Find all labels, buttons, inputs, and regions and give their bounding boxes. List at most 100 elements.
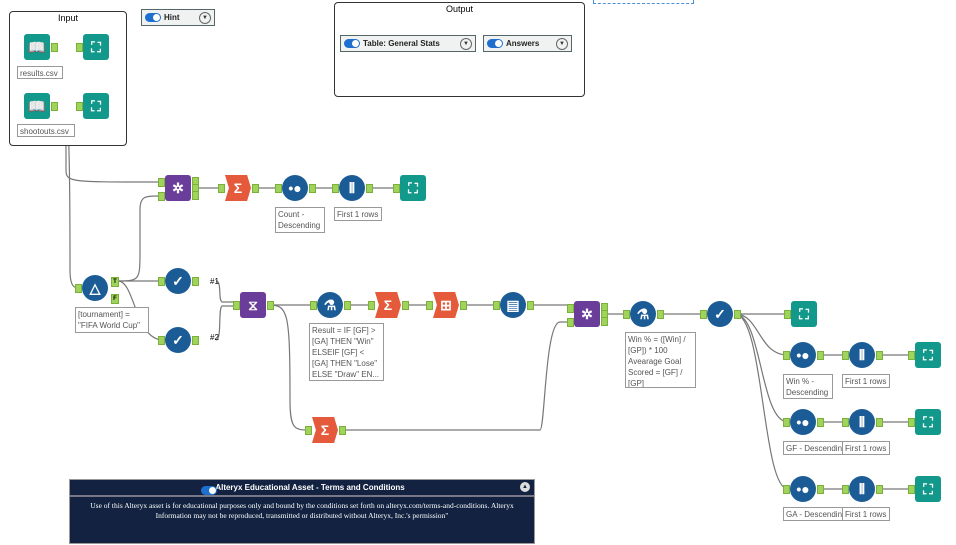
input-anchor[interactable] (426, 301, 433, 310)
output-anchor[interactable] (817, 485, 824, 494)
input-anchor[interactable] (842, 485, 849, 494)
input-anchor[interactable] (368, 301, 375, 310)
right-input-anchor[interactable] (158, 192, 165, 201)
join-tool-1[interactable]: ✲ (165, 175, 191, 201)
browse-win[interactable]: ⛶ (915, 342, 941, 368)
collapse-icon[interactable]: ▲ (520, 482, 530, 492)
output-anchor[interactable] (267, 301, 274, 310)
input-anchor[interactable] (310, 301, 317, 310)
right-output-anchor[interactable] (192, 191, 199, 200)
input-anchor[interactable] (275, 184, 282, 193)
output-anchor[interactable] (339, 426, 346, 435)
left-input-anchor[interactable] (158, 178, 165, 187)
output-anchor[interactable] (876, 485, 883, 494)
summarize-tool-1[interactable]: Σ (225, 175, 251, 201)
select-tool-2[interactable]: ✓ (165, 327, 191, 353)
output-anchor[interactable] (51, 43, 58, 52)
answers-control[interactable]: Answers ▼ (483, 35, 572, 52)
input-data-shootouts[interactable]: 📖 (24, 93, 50, 119)
chevron-down-icon[interactable]: ▼ (460, 37, 472, 50)
output-anchor[interactable] (734, 310, 741, 319)
input-anchor[interactable] (908, 351, 915, 360)
input-anchor[interactable] (76, 43, 83, 52)
browse-2[interactable]: ⛶ (791, 301, 817, 327)
input-anchor[interactable] (623, 310, 630, 319)
input-anchor[interactable] (908, 418, 915, 427)
output-anchor[interactable] (192, 277, 199, 286)
filter-false-anchor[interactable]: F (111, 294, 119, 304)
output-anchor[interactable] (366, 184, 373, 193)
input-anchor[interactable] (783, 418, 790, 427)
output-anchor[interactable] (527, 301, 534, 310)
input-anchor[interactable] (908, 485, 915, 494)
hint-control[interactable]: Hint ▼ (141, 9, 215, 26)
multi-field-tool[interactable]: ▤ (500, 292, 526, 318)
browse-ga[interactable]: ⛶ (915, 476, 941, 502)
right-input-anchor[interactable] (567, 318, 574, 327)
input-anchor[interactable] (332, 184, 339, 193)
filter-tool[interactable]: △ (82, 275, 108, 301)
formula-tool-2[interactable]: ⚗ (630, 301, 656, 327)
chevron-down-icon[interactable]: ▼ (199, 11, 211, 24)
sample-tool-win[interactable]: ⫴ (849, 342, 875, 368)
output-anchor[interactable] (309, 184, 316, 193)
terms-container[interactable]: Alteryx Educational Asset - Terms and Co… (69, 479, 535, 544)
filter-true-anchor[interactable]: T (111, 277, 119, 287)
input-anchor[interactable] (75, 284, 82, 293)
toggle-icon[interactable] (145, 13, 161, 22)
input-anchor[interactable] (784, 310, 791, 319)
input-anchor[interactable] (233, 301, 240, 310)
input-anchor[interactable] (305, 426, 312, 435)
output-anchor[interactable] (51, 102, 58, 111)
input-anchor[interactable] (783, 351, 790, 360)
input-anchor[interactable] (218, 184, 225, 193)
output-anchor[interactable] (460, 301, 467, 310)
output-anchor[interactable] (344, 301, 351, 310)
toggle-icon[interactable] (344, 39, 360, 48)
sort-tool-gf[interactable]: •● (790, 409, 816, 435)
browse-results[interactable]: ⛶ (83, 34, 109, 60)
union-tool[interactable]: ⧖ (240, 292, 266, 318)
table-general-stats-control[interactable]: Table: General Stats ▼ (340, 35, 476, 52)
output-anchor[interactable] (402, 301, 409, 310)
select-tool-3[interactable]: ✓ (707, 301, 733, 327)
output-anchor[interactable] (817, 351, 824, 360)
input-anchor[interactable] (842, 418, 849, 427)
input-anchor[interactable] (783, 485, 790, 494)
output-anchor[interactable] (252, 184, 259, 193)
sort-tool-icon: •● (796, 347, 810, 363)
input-anchor[interactable] (493, 301, 500, 310)
sort-tool-1[interactable]: •● (282, 175, 308, 201)
output-anchor[interactable] (876, 418, 883, 427)
output-anchor[interactable] (657, 310, 664, 319)
input-anchor[interactable] (158, 277, 165, 286)
crosstab-tool[interactable]: ⊞ (433, 292, 459, 318)
sample-tool-1[interactable]: ⫴ (339, 175, 365, 201)
output-anchor[interactable] (817, 418, 824, 427)
input-anchor[interactable] (842, 351, 849, 360)
browse-gf[interactable]: ⛶ (915, 409, 941, 435)
summarize-tool-2[interactable]: Σ (375, 292, 401, 318)
output-anchor[interactable] (876, 351, 883, 360)
sort-tool-win[interactable]: •● (790, 342, 816, 368)
right-output-anchor[interactable] (601, 317, 608, 326)
chevron-down-icon[interactable]: ▼ (556, 37, 568, 50)
join-tool-2[interactable]: ✲ (574, 301, 600, 327)
sample-tool-gf[interactable]: ⫴ (849, 409, 875, 435)
input-anchor[interactable] (76, 102, 83, 111)
summarize-tool-3[interactable]: Σ (312, 417, 338, 443)
browse-shootouts[interactable]: ⛶ (83, 93, 109, 119)
select-tool-1[interactable]: ✓ (165, 268, 191, 294)
input-data-results[interactable]: 📖 (24, 34, 50, 60)
formula-tool-1[interactable]: ⚗ (317, 292, 343, 318)
browse-1[interactable]: ⛶ (400, 175, 426, 201)
input-anchor[interactable] (158, 336, 165, 345)
output-anchor[interactable] (192, 336, 199, 345)
sort-tool-ga[interactable]: •● (790, 476, 816, 502)
left-input-anchor[interactable] (567, 304, 574, 313)
sample-tool-ga[interactable]: ⫴ (849, 476, 875, 502)
toggle-icon[interactable] (487, 39, 503, 48)
toggle-icon[interactable] (201, 486, 218, 495)
input-anchor[interactable] (700, 310, 707, 319)
input-anchor[interactable] (393, 184, 400, 193)
